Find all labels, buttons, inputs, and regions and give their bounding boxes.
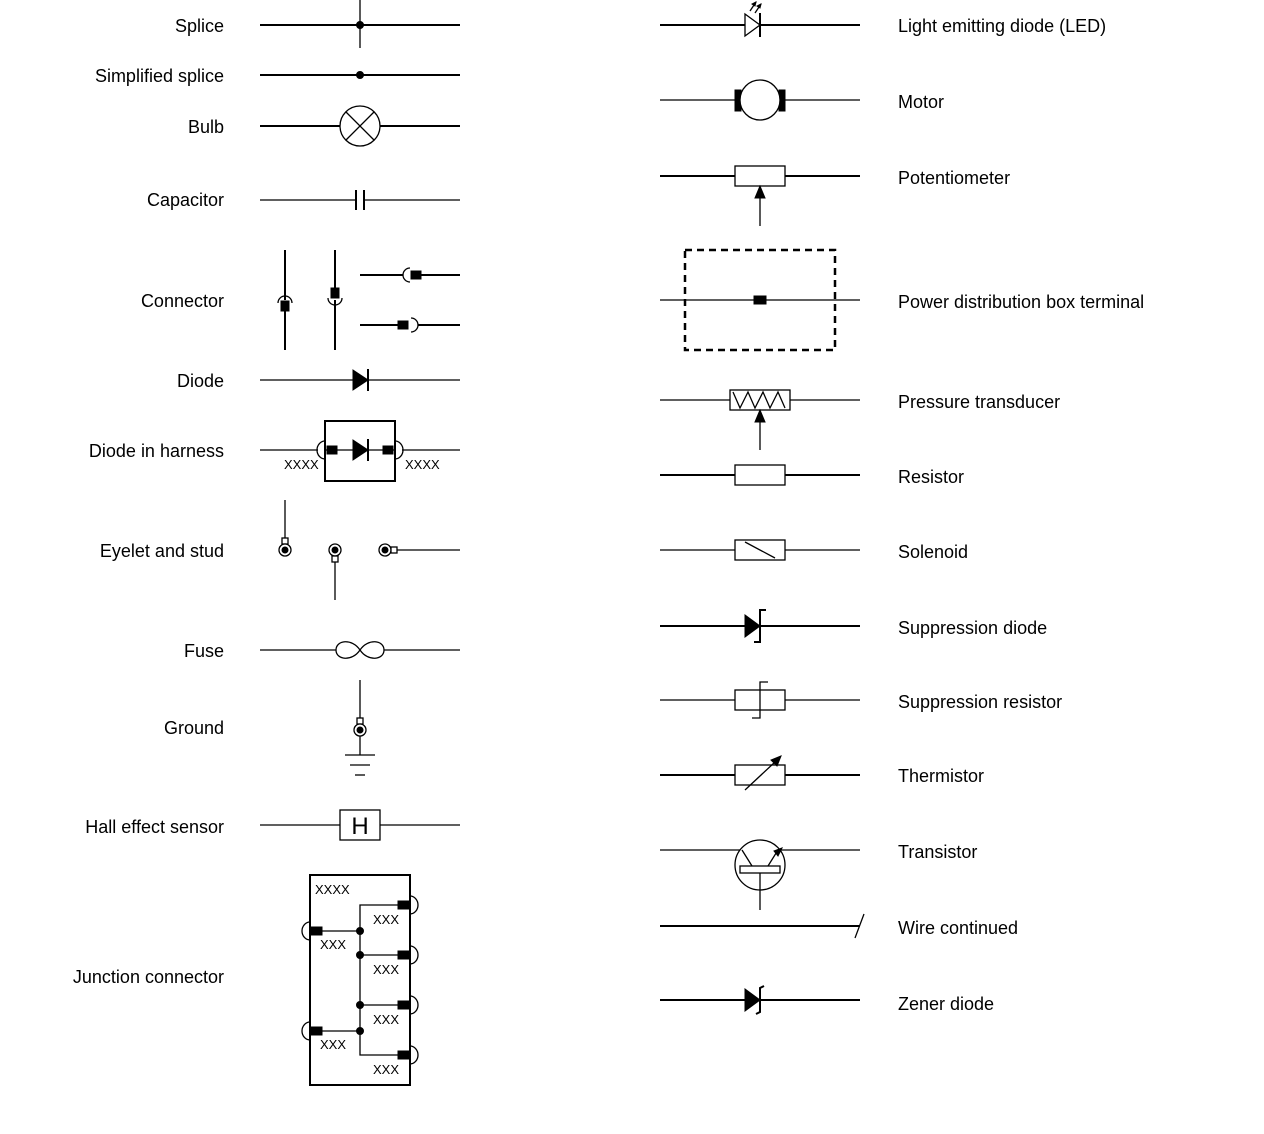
connector-symbol — [277, 250, 460, 350]
junction-pin-tag: XXX — [373, 1062, 399, 1077]
label-splice: Splice — [175, 16, 224, 36]
label-capacitor: Capacitor — [147, 190, 224, 210]
resistor-symbol — [660, 464, 860, 486]
solenoid-symbol — [660, 539, 860, 561]
label-resistor: Resistor — [898, 467, 964, 487]
hall-effect-sensor-symbol: H — [260, 809, 460, 841]
led-symbol — [660, 1, 860, 38]
diode-harness-tag-right: XXXX — [405, 457, 440, 472]
label-simplified-splice: Simplified splice — [95, 66, 224, 86]
bulb-symbol — [260, 105, 460, 147]
label-ground: Ground — [164, 718, 224, 738]
junction-pin-tag: XXX — [373, 912, 399, 927]
ground-symbol — [345, 680, 375, 776]
junction-connector-symbol: XXXX XXX XXX XXX XXX XXX XXX — [301, 874, 419, 1086]
label-hall-effect-sensor: Hall effect sensor — [85, 817, 224, 837]
thermistor-symbol — [660, 755, 860, 791]
zener-diode-symbol — [660, 985, 860, 1015]
label-pressure-transducer: Pressure transducer — [898, 392, 1060, 412]
label-wire-continued: Wire continued — [898, 918, 1018, 938]
suppression-diode-symbol — [660, 609, 860, 643]
label-solenoid: Solenoid — [898, 542, 968, 562]
suppression-resistor-symbol — [660, 681, 860, 719]
pressure-transducer-symbol — [660, 389, 860, 450]
junction-pin-tag: XXX — [373, 962, 399, 977]
junction-tag-top: XXXX — [315, 882, 350, 897]
junction-pin-tag: XXX — [373, 1012, 399, 1027]
label-transistor: Transistor — [898, 842, 977, 862]
label-thermistor: Thermistor — [898, 766, 984, 786]
fuse-symbol — [260, 641, 460, 659]
label-suppression-resistor: Suppression resistor — [898, 692, 1062, 712]
junction-pin-tag: XXX — [320, 1037, 346, 1052]
diode-symbol — [260, 369, 460, 391]
label-fuse: Fuse — [184, 641, 224, 661]
wire-continued-symbol — [660, 913, 865, 939]
label-junction-connector: Junction connector — [73, 967, 224, 987]
label-suppression-diode: Suppression diode — [898, 618, 1047, 638]
potentiometer-symbol — [660, 165, 860, 226]
junction-pin-tag: XXX — [320, 937, 346, 952]
label-power-distribution-box-terminal: Power distribution box terminal — [898, 292, 1144, 312]
label-potentiometer: Potentiometer — [898, 168, 1010, 188]
label-diode: Diode — [177, 371, 224, 391]
label-eyelet-and-stud: Eyelet and stud — [100, 541, 224, 561]
label-diode-in-harness: Diode in harness — [89, 441, 224, 461]
hall-sensor-letter: H — [351, 813, 368, 840]
label-zener-diode: Zener diode — [898, 994, 994, 1014]
label-bulb: Bulb — [188, 117, 224, 137]
capacitor-symbol — [260, 190, 460, 210]
transistor-symbol — [660, 839, 860, 910]
simplified-splice-symbol — [260, 71, 460, 79]
label-led: Light emitting diode (LED) — [898, 16, 1106, 36]
splice-symbol — [260, 0, 460, 48]
diode-in-harness-symbol: XXXX XXXX — [260, 420, 460, 482]
motor-symbol — [660, 79, 860, 121]
eyelet-and-stud-symbol — [278, 500, 460, 600]
diode-harness-tag-left: XXXX — [284, 457, 319, 472]
label-motor: Motor — [898, 92, 944, 112]
power-distribution-box-terminal-symbol — [660, 248, 860, 352]
label-connector: Connector — [141, 291, 224, 311]
